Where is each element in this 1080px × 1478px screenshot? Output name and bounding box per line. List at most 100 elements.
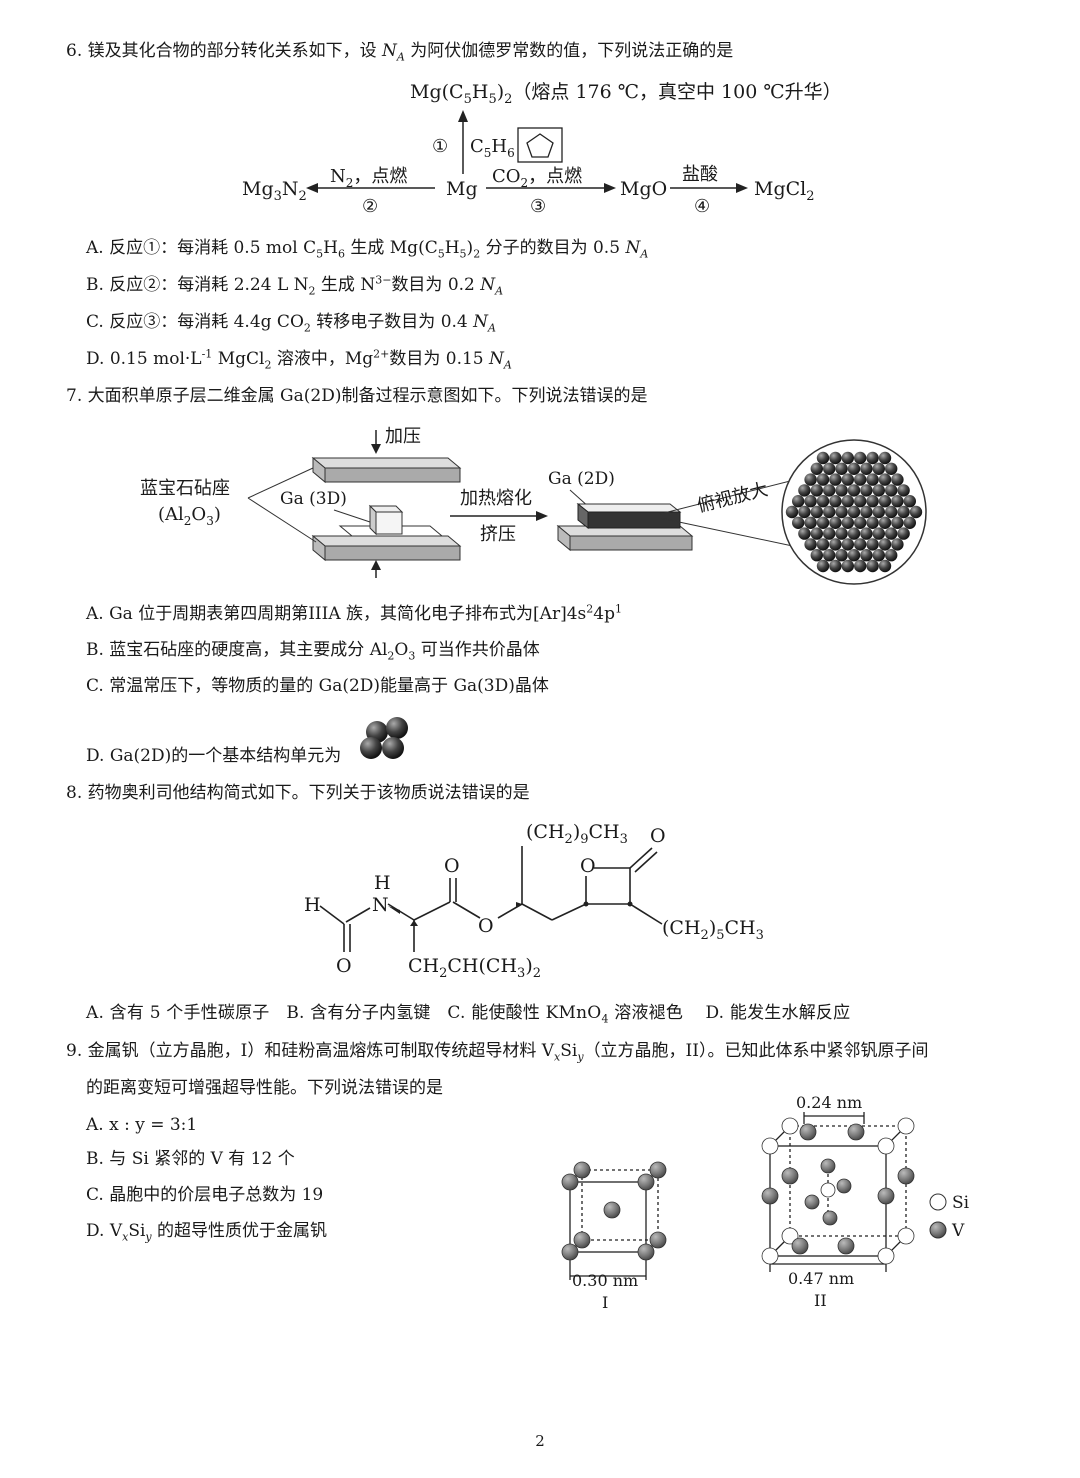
ga-atom bbox=[792, 516, 805, 529]
q7-stem: 7. 大面积单原子层二维金属 Ga(2D)制备过程示意图如下。下列说法错误的是 bbox=[66, 386, 648, 406]
q7-heat-label: 加热熔化 bbox=[460, 488, 532, 509]
ga-atom bbox=[798, 527, 811, 540]
ga-atom bbox=[829, 538, 842, 551]
q9-legend-si: Si bbox=[952, 1193, 970, 1213]
ga-atom bbox=[878, 559, 892, 573]
ga-atom bbox=[847, 527, 861, 540]
q6-mgo: MgO bbox=[620, 178, 667, 200]
q7-option-d: D. Ga(2D)的一个基本结构单元为 bbox=[86, 745, 341, 767]
ga-atom bbox=[785, 505, 799, 519]
ga-atom bbox=[885, 549, 898, 562]
ga-atom bbox=[891, 538, 904, 551]
ga-atom bbox=[878, 516, 892, 529]
q6-c5h6: C5H6 bbox=[470, 136, 515, 160]
ga-atom bbox=[841, 473, 854, 486]
q7-zoom-label: 俯视放大 bbox=[695, 479, 770, 517]
ga-atom bbox=[829, 516, 842, 529]
ga-atom bbox=[792, 495, 805, 508]
ga-atom bbox=[816, 473, 830, 486]
q8-orlistat-structure: (CH2)9CH3 O O O H H N O (CH2)5CH3 O CH2C… bbox=[304, 821, 764, 981]
q8-isobutyl: CH2CH(CH3)2 bbox=[408, 955, 541, 981]
q9-stem-2: 的距离变短可增强超导性能。下列说法错误的是 bbox=[86, 1078, 443, 1098]
ga-atom bbox=[835, 484, 848, 497]
ga-atom bbox=[854, 516, 867, 529]
ga-atom bbox=[841, 451, 854, 465]
q8-options: A. 含有 5 个手性碳原子 B. 含有分子内氢键 C. 能使酸性 KMnO4 … bbox=[86, 1003, 851, 1026]
q9-cell-ii: 0.24 nm 0.47 nm II Si V bbox=[761, 1093, 970, 1310]
ga-atom bbox=[860, 527, 873, 540]
q9-cell-i-dimension: 0.30 nm bbox=[572, 1271, 638, 1290]
ga-atom bbox=[810, 505, 823, 519]
ga-atom bbox=[804, 538, 817, 551]
ga-atom bbox=[866, 451, 879, 465]
q9-legend-v: V bbox=[951, 1221, 965, 1241]
q7-press-label: 加压 bbox=[385, 426, 421, 447]
page-number: 2 bbox=[535, 1432, 545, 1450]
ga-atom bbox=[804, 495, 817, 508]
q6-reaction-4: ④ bbox=[694, 196, 710, 217]
ga-atom bbox=[909, 505, 923, 519]
q9-option-b: B. 与 Si 紧邻的 V 有 12 个 bbox=[86, 1149, 295, 1169]
ga-atom bbox=[854, 538, 867, 551]
q6-option-c: C. 反应③：每消耗 4.4g CO2 转移电子数目为 0.4 NA bbox=[86, 312, 496, 335]
q8-ring-o: O bbox=[580, 855, 596, 877]
ga-atom bbox=[810, 527, 823, 540]
ga-atom bbox=[841, 559, 854, 573]
cyclopentadiene-ring-icon bbox=[526, 133, 554, 158]
ga-atom bbox=[885, 462, 898, 475]
ga-atom bbox=[847, 505, 861, 519]
ga-atom bbox=[829, 495, 842, 508]
ga-atom bbox=[878, 451, 892, 465]
ga-atom bbox=[835, 549, 848, 562]
ga-atom bbox=[872, 527, 885, 540]
ga-atom bbox=[878, 473, 892, 486]
q6-reaction-2: ② bbox=[362, 196, 378, 217]
si-legend-icon bbox=[929, 1193, 947, 1211]
q8-carbonyl-o-top: O bbox=[650, 825, 666, 847]
ga-atom bbox=[872, 505, 885, 519]
ga-atom bbox=[798, 505, 811, 519]
ga-atom bbox=[866, 516, 879, 529]
ga-atom bbox=[860, 549, 873, 562]
ga-atom bbox=[872, 462, 885, 475]
ga-atom bbox=[891, 516, 904, 529]
ga-atom bbox=[860, 505, 873, 519]
ga-atom bbox=[872, 549, 885, 562]
ga-atom bbox=[885, 484, 898, 497]
q6-option-d: D. 0.15 mol·L-1 MgCl2 溶液中，Mg2+数目为 0.15 N… bbox=[86, 347, 512, 372]
q7-al2o3-label: (Al2O3) bbox=[158, 504, 221, 528]
q6-reaction-3: ③ bbox=[530, 196, 546, 217]
ga-atom bbox=[866, 559, 879, 573]
ga-atom bbox=[878, 495, 892, 508]
q6-mg: Mg bbox=[446, 178, 478, 200]
q8-hexyl-chain: (CH2)5CH3 bbox=[662, 917, 764, 943]
q6-n2-condition: N2，点燃 bbox=[330, 166, 407, 190]
ga-atom bbox=[897, 505, 910, 519]
q7-option-b: B. 蓝宝石砧座的硬度高，其主要成分 Al2O3 可当作共价晶体 bbox=[86, 640, 540, 663]
ga-atom bbox=[847, 549, 861, 562]
ga-atom bbox=[823, 527, 836, 540]
ga-atom bbox=[866, 495, 879, 508]
ga-atom bbox=[829, 451, 842, 465]
ga-atom bbox=[891, 473, 904, 486]
ga-atom bbox=[816, 451, 830, 465]
q7-structure-unit-icon bbox=[360, 717, 408, 759]
q9-cell-ii-label: II bbox=[814, 1291, 827, 1310]
ga-atom bbox=[903, 495, 916, 508]
q6-hcl: 盐酸 bbox=[682, 164, 718, 185]
ga-atom bbox=[798, 484, 811, 497]
q8-decyl-chain: (CH2)9CH3 bbox=[526, 821, 628, 847]
q8-stem: 8. 药物奥利司他结构简式如下。下列关于该物质说法错误的是 bbox=[66, 783, 530, 803]
ga-atom bbox=[897, 527, 910, 540]
q8-formyl-o: O bbox=[336, 955, 352, 977]
q6-mgcl2: MgCl2 bbox=[754, 178, 815, 204]
ga-atom bbox=[804, 473, 817, 486]
ga-atom bbox=[847, 462, 861, 475]
q7-process-diagram: 加压 蓝宝石砧座 (Al2O3) Ga (3D) 加热熔化 挤压 Ga (2D)… bbox=[140, 426, 927, 585]
ga-atom bbox=[841, 495, 854, 508]
ga-atom bbox=[891, 495, 904, 508]
ga-atom bbox=[860, 462, 873, 475]
ga-atom bbox=[885, 527, 898, 540]
ga-atom bbox=[823, 462, 836, 475]
q6-top-product: Mg(C5H5)2（熔点 176 ℃，真空中 100 ℃升华） bbox=[410, 81, 842, 107]
